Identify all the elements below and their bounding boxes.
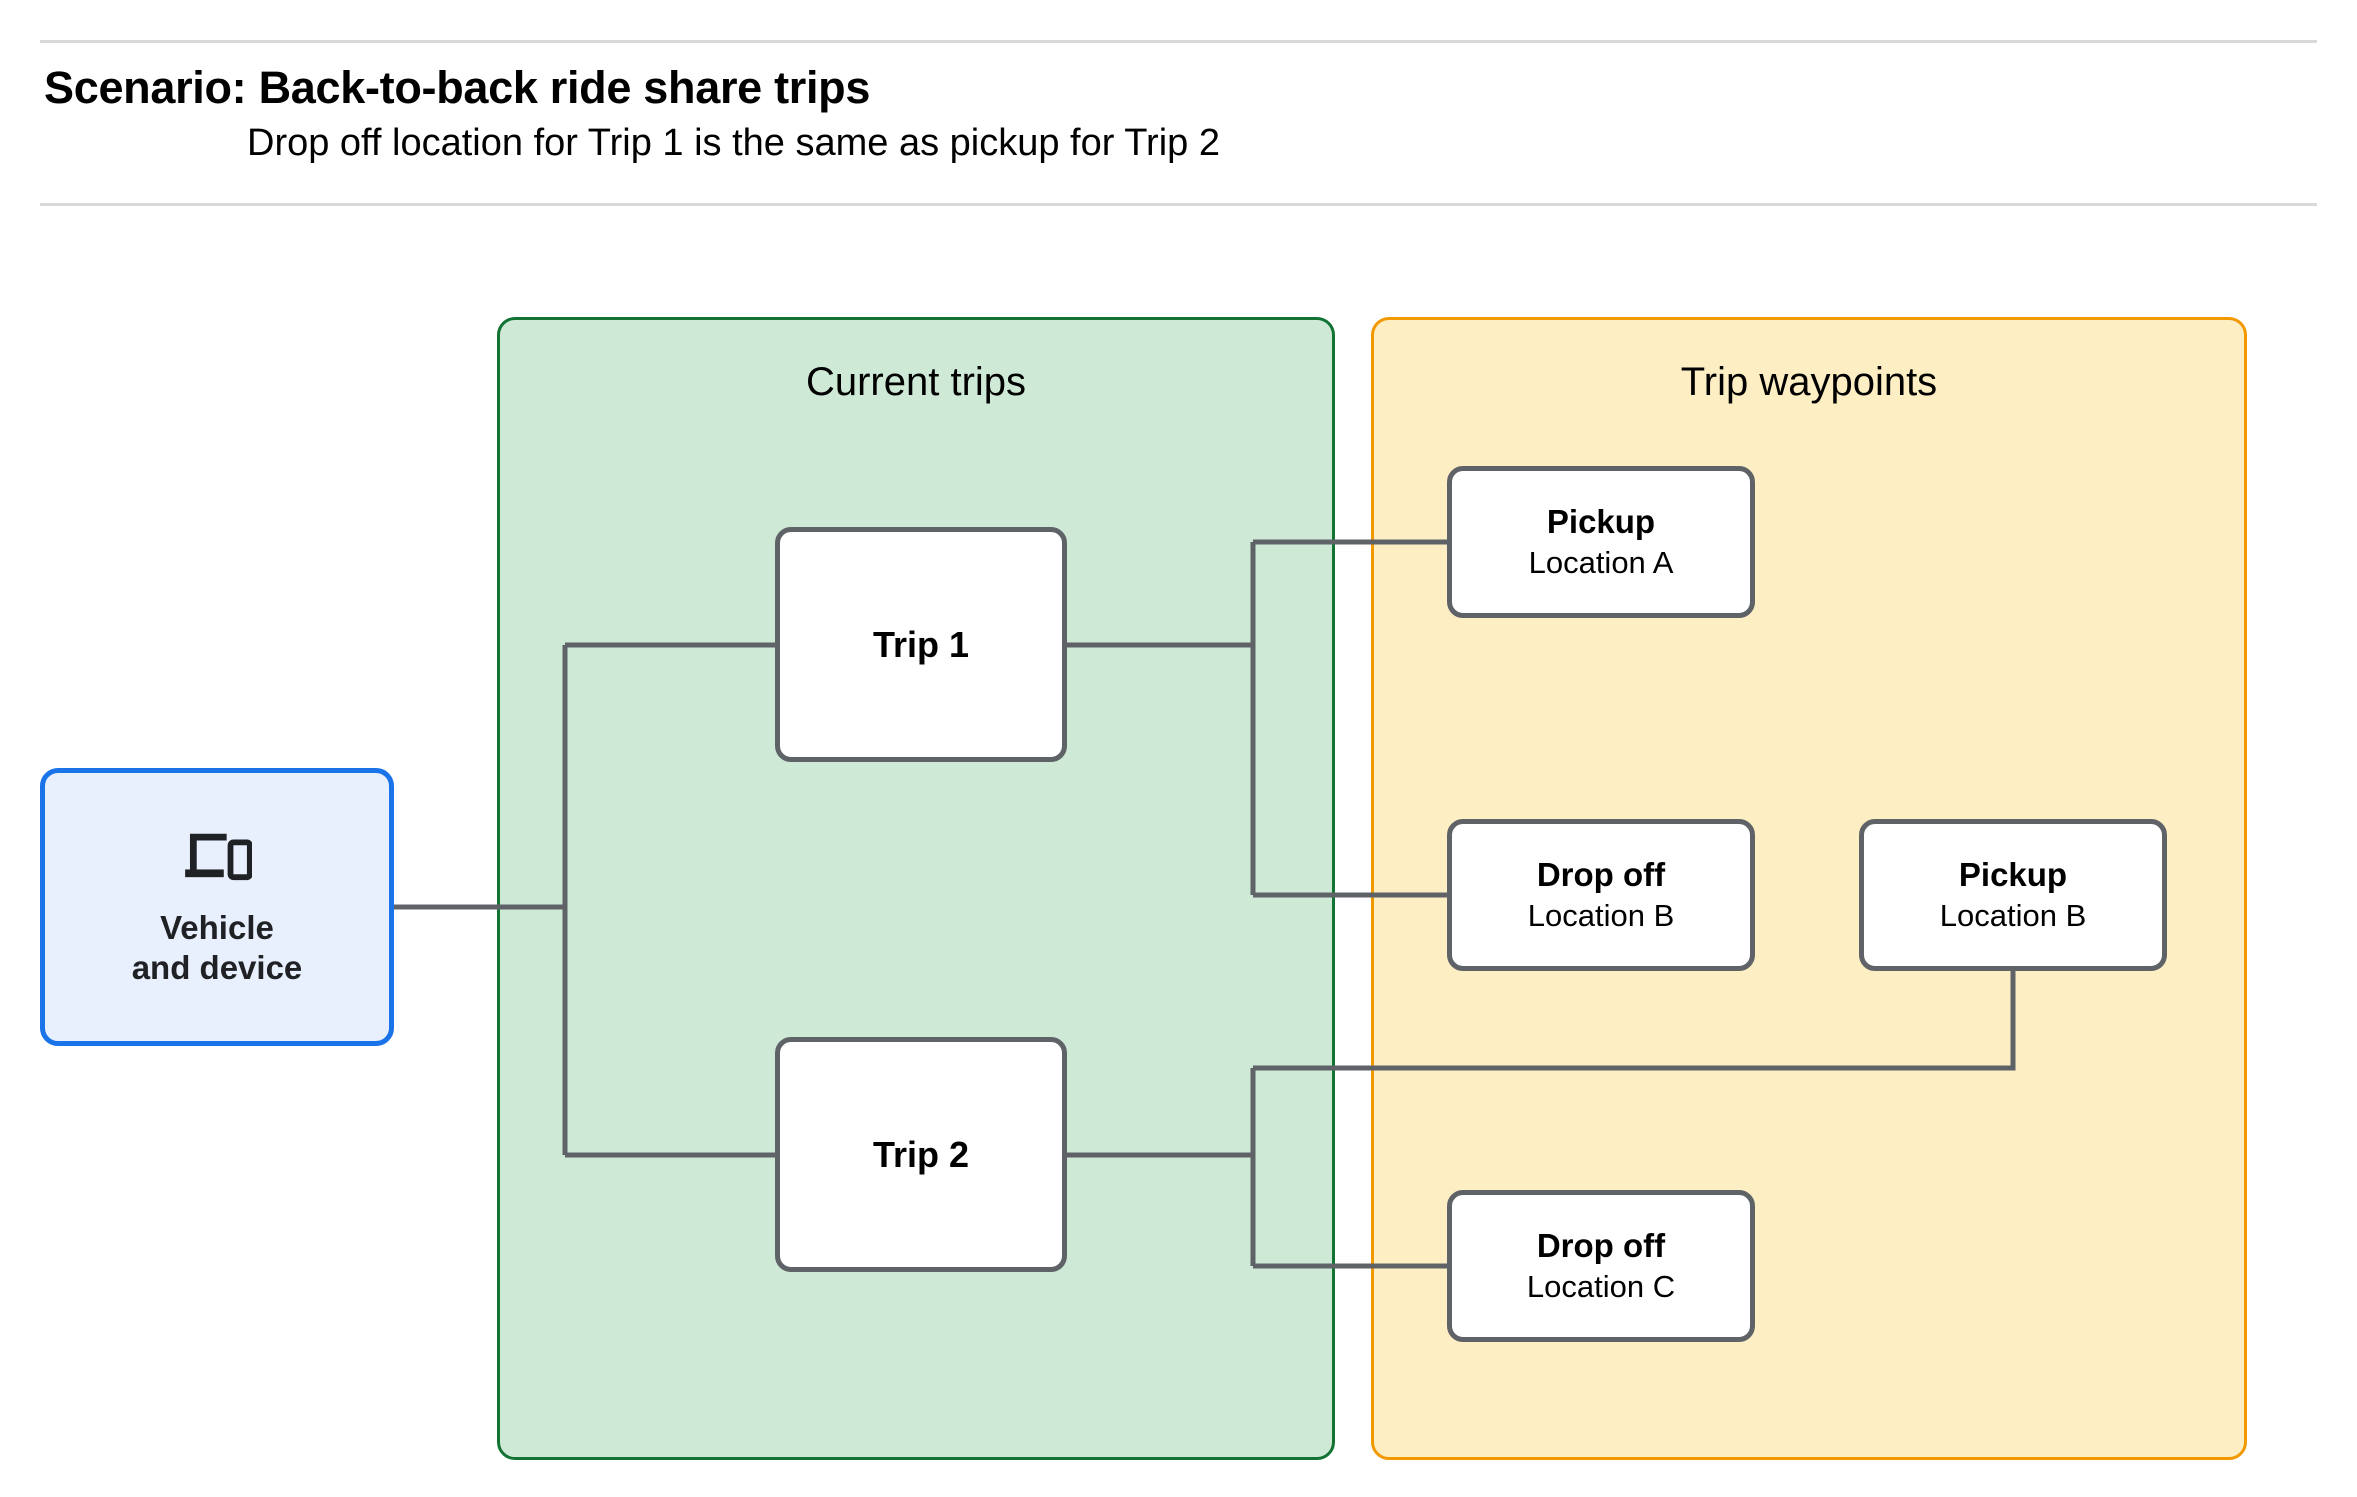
group-current-trips: Current trips — [497, 317, 1335, 1460]
vehicle-and-device-label: Vehicle and device — [131, 908, 303, 986]
waypoint-pickup-b-kind: Pickup — [1958, 856, 2068, 893]
waypoint-pickup-a-node[interactable]: Pickup Location A — [1447, 466, 1755, 618]
waypoint-dropoff-c-location: Location C — [1526, 1269, 1676, 1305]
waypoint-pickup-b-node[interactable]: Pickup Location B — [1859, 819, 2167, 971]
trip-2-label: Trip 2 — [872, 1133, 970, 1175]
waypoint-dropoff-c-kind: Drop off — [1536, 1227, 1666, 1264]
waypoint-pickup-a-kind: Pickup — [1546, 503, 1656, 540]
devices-icon — [185, 833, 252, 880]
waypoint-dropoff-b-node[interactable]: Drop off Location B — [1447, 819, 1755, 971]
trip-1-node[interactable]: Trip 1 — [775, 527, 1067, 762]
page-subtitle: Drop off location for Trip 1 is the same… — [247, 122, 1220, 164]
header-bottom-divider — [40, 203, 2317, 206]
group-trip-waypoints-title: Trip waypoints — [1680, 360, 1938, 404]
group-current-trips-title: Current trips — [805, 360, 1027, 404]
header-top-divider — [40, 40, 2317, 43]
waypoint-dropoff-b-kind: Drop off — [1536, 856, 1666, 893]
waypoint-dropoff-c-node[interactable]: Drop off Location C — [1447, 1190, 1755, 1342]
waypoint-dropoff-b-location: Location B — [1527, 898, 1675, 934]
vehicle-and-device-node[interactable]: Vehicle and device — [40, 768, 394, 1046]
page-title: Scenario: Back-to-back ride share trips — [44, 62, 871, 113]
waypoint-pickup-b-location: Location B — [1939, 898, 2087, 934]
trip-2-node[interactable]: Trip 2 — [775, 1037, 1067, 1272]
waypoint-pickup-a-location: Location A — [1528, 545, 1674, 581]
trip-1-label: Trip 1 — [872, 623, 970, 665]
